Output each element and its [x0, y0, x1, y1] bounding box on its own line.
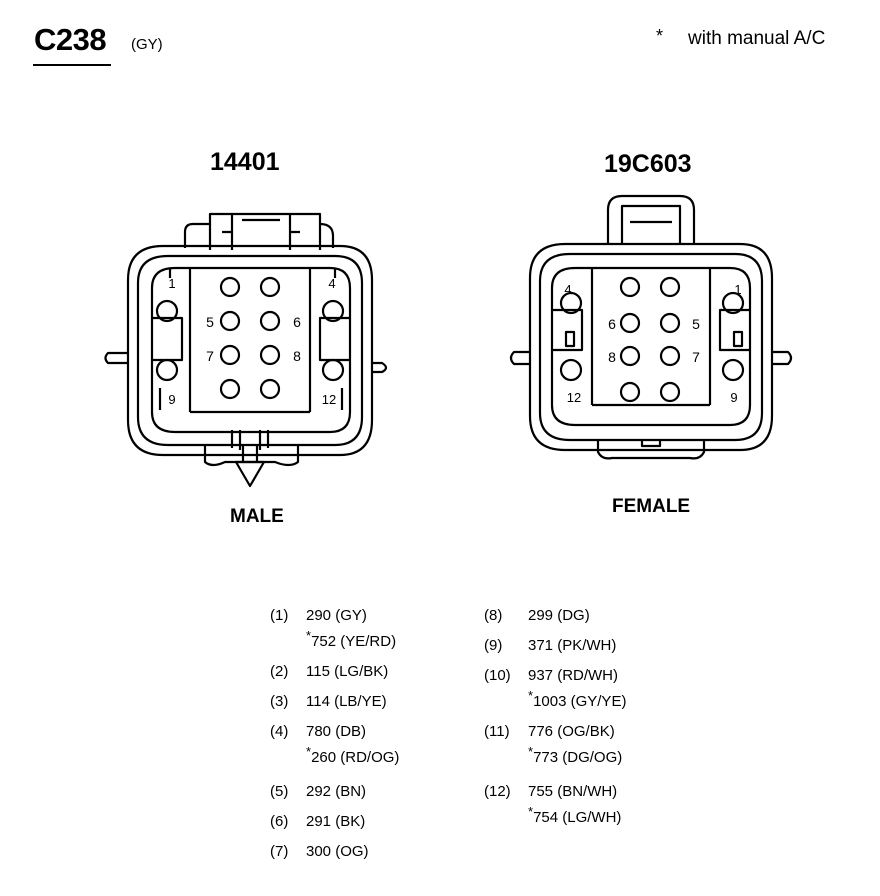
male-cavity-6: 6 [293, 314, 301, 330]
circuit-pin-label: (3) [270, 693, 289, 710]
female-cavity-12: 12 [567, 390, 581, 405]
male-cavity-12: 12 [322, 392, 336, 407]
male-cavity-4: 4 [328, 276, 335, 291]
female-cavity-5: 5 [692, 316, 700, 332]
male-part-number: 14401 [210, 148, 280, 176]
circuit-wire: 300 (OG) [306, 843, 369, 860]
male-cavity-8: 8 [293, 348, 301, 364]
manual-ac-marker: * [306, 628, 312, 643]
female-cavity-8: 8 [608, 349, 616, 365]
male-cavity-1: 1 [168, 276, 175, 291]
circuit-wire: 292 (BN) [306, 783, 366, 800]
female-cavity-4: 4 [564, 282, 571, 297]
manual-ac-marker: * [528, 688, 534, 703]
circuit-wire: *1003 (GY/YE) [528, 688, 627, 710]
female-gender-label: FEMALE [612, 496, 691, 517]
circuit-wire: 299 (DG) [528, 607, 590, 624]
circuit-wire-text: 300 (OG) [306, 843, 369, 860]
manual-ac-marker: * [306, 744, 312, 759]
female-connector-drawing [509, 194, 793, 460]
female-cavity-9: 9 [730, 390, 737, 405]
circuit-wire: 937 (RD/WH) [528, 667, 618, 684]
female-cavity-1: 1 [734, 282, 741, 297]
circuit-wire-text: 115 (LG/BK) [306, 663, 389, 680]
male-gender-label: MALE [230, 506, 284, 527]
manual-ac-marker: * [528, 744, 534, 759]
circuit-wire-text: 290 (GY) [306, 607, 367, 624]
legend-symbol: * [656, 26, 664, 46]
circuit-wire: 371 (PK/WH) [528, 637, 616, 654]
circuit-wire-text: 754 (LG/WH) [533, 809, 622, 826]
circuit-wire-text: 776 (OG/BK) [528, 723, 615, 740]
circuit-wire: *754 (LG/WH) [528, 804, 622, 826]
circuit-wire-text: 114 (LB/YE) [306, 693, 387, 710]
circuit-pin-label: (1) [270, 607, 289, 624]
circuit-wire-text: 1003 (GY/YE) [533, 693, 627, 710]
circuit-wire-text: 291 (BK) [306, 813, 366, 830]
circuit-wire-text: 755 (BN/WH) [528, 783, 618, 800]
male-connector-drawing [104, 212, 388, 488]
circuit-wire-text: 260 (RD/OG) [311, 749, 400, 766]
female-cavity-6: 6 [608, 316, 616, 332]
circuit-pin-label: (7) [270, 843, 289, 860]
circuit-wire: 114 (LB/YE) [306, 693, 387, 710]
circuit-pin-label: (8) [484, 607, 503, 624]
circuit-pin-label: (11) [484, 723, 510, 740]
circuit-wire-text: 773 (DG/OG) [533, 749, 623, 766]
circuit-wire: 776 (OG/BK) [528, 723, 615, 740]
male-cavity-9: 9 [168, 392, 175, 407]
circuit-wire: 290 (GY) [306, 607, 367, 624]
circuit-wire-text: 299 (DG) [528, 607, 590, 624]
circuit-pin-label: (5) [270, 783, 289, 800]
circuit-wire-text: 780 (DB) [306, 723, 367, 740]
male-cavity-5: 5 [206, 314, 214, 330]
circuit-wire: 115 (LG/BK) [306, 663, 388, 680]
female-part-number: 19C603 [604, 150, 692, 178]
manual-ac-marker: * [528, 804, 534, 819]
circuit-pin-label: (9) [484, 637, 503, 654]
circuit-wire: 780 (DB) [306, 723, 366, 740]
connector-id-underline [33, 64, 111, 66]
circuit-wire-text: 937 (RD/WH) [528, 667, 619, 684]
circuit-pin-label: (6) [270, 813, 289, 830]
circuit-wire-text: 371 (PK/WH) [528, 637, 617, 654]
circuit-wire: 291 (BK) [306, 813, 365, 830]
connector-id: C238 [34, 22, 107, 57]
circuit-wire: *752 (YE/RD) [306, 628, 397, 650]
circuit-pin-label: (12) [484, 783, 511, 800]
circuit-pin-label: (4) [270, 723, 289, 740]
circuit-wire: 755 (BN/WH) [528, 783, 617, 800]
circuit-wire-text: 292 (BN) [306, 783, 367, 800]
circuit-wire-text: 752 (YE/RD) [311, 633, 397, 650]
circuit-wire: *773 (DG/OG) [528, 744, 623, 766]
connector-diagram: 1 4 5 6 7 8 9 12 4 1 6 5 8 7 12 9 [104, 194, 793, 488]
circuit-pin-label: (2) [270, 663, 289, 680]
circuit-pin-label: (10) [484, 667, 511, 684]
male-cavity-7: 7 [206, 348, 214, 364]
circuit-wire: *260 (RD/OG) [306, 744, 400, 766]
connector-color: (GY) [131, 36, 163, 53]
female-cavity-7: 7 [692, 349, 700, 365]
legend-text: with manual A/C [688, 28, 826, 49]
